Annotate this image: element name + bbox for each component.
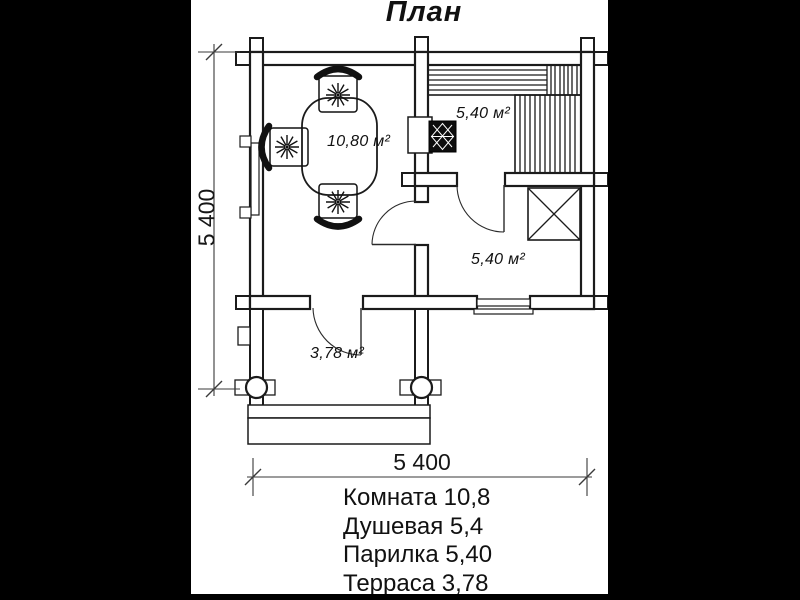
matte-band-bottom	[0, 594, 800, 600]
terrace-step-lower	[247, 417, 431, 445]
terrace	[234, 308, 442, 445]
sauna-bench-right	[514, 94, 582, 174]
shower-cabin	[527, 187, 581, 241]
wall-middle-c	[528, 294, 596, 311]
windows	[239, 135, 534, 315]
wall-middle-a	[248, 294, 312, 311]
sauna-bench-top	[427, 64, 582, 96]
room-area-label-dushevaya: 5,40 м²	[471, 251, 525, 268]
terrace-column-left	[244, 375, 269, 400]
matte-band-left	[0, 0, 191, 600]
matte-band-right	[608, 0, 800, 600]
door-sauna-to-shower	[456, 184, 505, 233]
room-area-label-komnata: 10,80 м²	[327, 133, 391, 150]
dimension-line-horizontal	[244, 458, 596, 496]
legend-item-terrasa: Терраса 3,78	[343, 569, 489, 597]
room-legend: Комната 10,8 Душевая 5,4 Парилка 5,40 Те…	[343, 484, 492, 598]
wall-middle-b	[361, 294, 479, 311]
room-area-label-parilka: 5,40 м²	[456, 105, 510, 122]
window-left-wall	[250, 142, 260, 216]
wall-inner-horizontal-left	[413, 171, 459, 188]
terrace-column-right	[409, 375, 434, 400]
walls	[248, 50, 596, 311]
legend-item-dushevaya: Душевая 5,4	[343, 512, 484, 540]
legend-item-komnata: Комната 10,8	[343, 484, 491, 511]
door-room-to-shower	[371, 200, 417, 246]
dimension-label-width: 5 400	[393, 449, 451, 475]
dimension-label-height: 5 400	[193, 188, 220, 247]
wall-inner-horizontal-right	[503, 171, 596, 188]
legend-item-parilka: Парилка 5,40	[343, 541, 493, 568]
window-bottom-wall	[476, 298, 531, 307]
chair-left	[258, 122, 309, 172]
page-title: План	[385, 0, 463, 28]
dimension-line-vertical	[198, 43, 240, 398]
sauna-stove	[407, 116, 457, 154]
chair-top	[313, 65, 363, 113]
door-room-to-terrace	[312, 307, 362, 356]
terrace-step-upper	[247, 404, 431, 419]
room-area-label-terrasa: 3,78 м²	[310, 345, 364, 362]
chair-bottom	[313, 183, 363, 230]
